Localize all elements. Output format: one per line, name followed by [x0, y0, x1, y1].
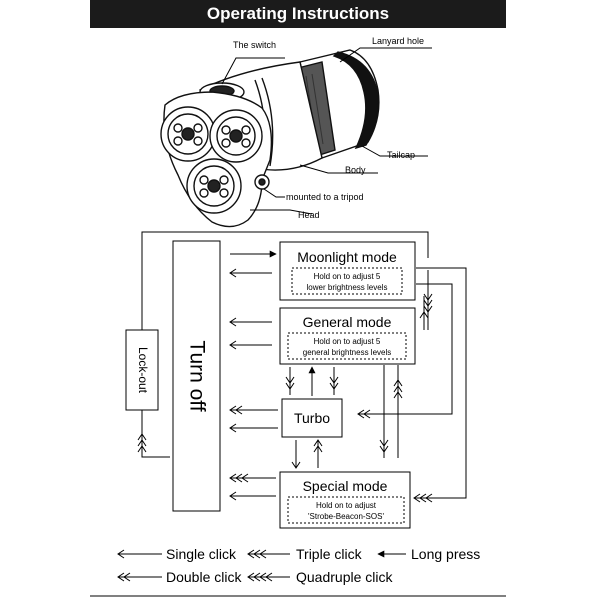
legend-quadruple-click: Quadruple click: [296, 569, 393, 585]
moonlight-mode-note-1: Hold on to adjust 5: [314, 272, 381, 281]
moonlight-mode-box: [279, 241, 416, 301]
label-body: Body: [345, 165, 366, 175]
label-switch: The switch: [233, 40, 276, 50]
legend-triple-click: Triple click: [296, 546, 363, 562]
header-title: Operating Instructions: [90, 0, 506, 28]
label-tailcap: Tailcap: [387, 150, 415, 160]
legend-double-click: Double click: [166, 569, 242, 585]
turbo-box: [281, 398, 343, 438]
label-tripod: mounted to a tripod: [286, 192, 364, 202]
moonlight-mode-note-2: lower brightness levels: [307, 283, 388, 292]
flow-arrows: [137, 250, 433, 503]
label-head: Head: [298, 210, 320, 220]
general-mode-note-2: general brightness levels: [303, 348, 392, 357]
legend-long-press: Long press: [411, 546, 480, 562]
special-mode-box: [279, 471, 411, 529]
legend-single-click: Single click: [166, 546, 237, 562]
special-mode-title: Special mode: [303, 478, 388, 494]
lock-out-box: [125, 329, 159, 411]
general-mode-note-1: Hold on to adjust 5: [314, 337, 381, 346]
special-mode-note-2: 'Strobe-Beacon-SOS': [308, 512, 384, 521]
legend-symbols: [117, 549, 406, 582]
turn-off-label: Turn off: [185, 340, 208, 411]
leader-lines: [221, 47, 432, 215]
turn-off-box: [172, 240, 221, 512]
general-mode-box: [279, 307, 416, 365]
lock-out-label: Lock-out: [136, 347, 150, 394]
moonlight-mode-title: Moonlight mode: [297, 249, 397, 265]
tailcap-ring: [332, 51, 379, 150]
label-lanyard-hole: Lanyard hole: [372, 36, 424, 46]
general-mode-title: General mode: [303, 314, 392, 330]
turbo-title: Turbo: [294, 410, 330, 426]
special-mode-note-1: Hold on to adjust: [316, 501, 377, 510]
led-reflectors: [160, 106, 263, 214]
